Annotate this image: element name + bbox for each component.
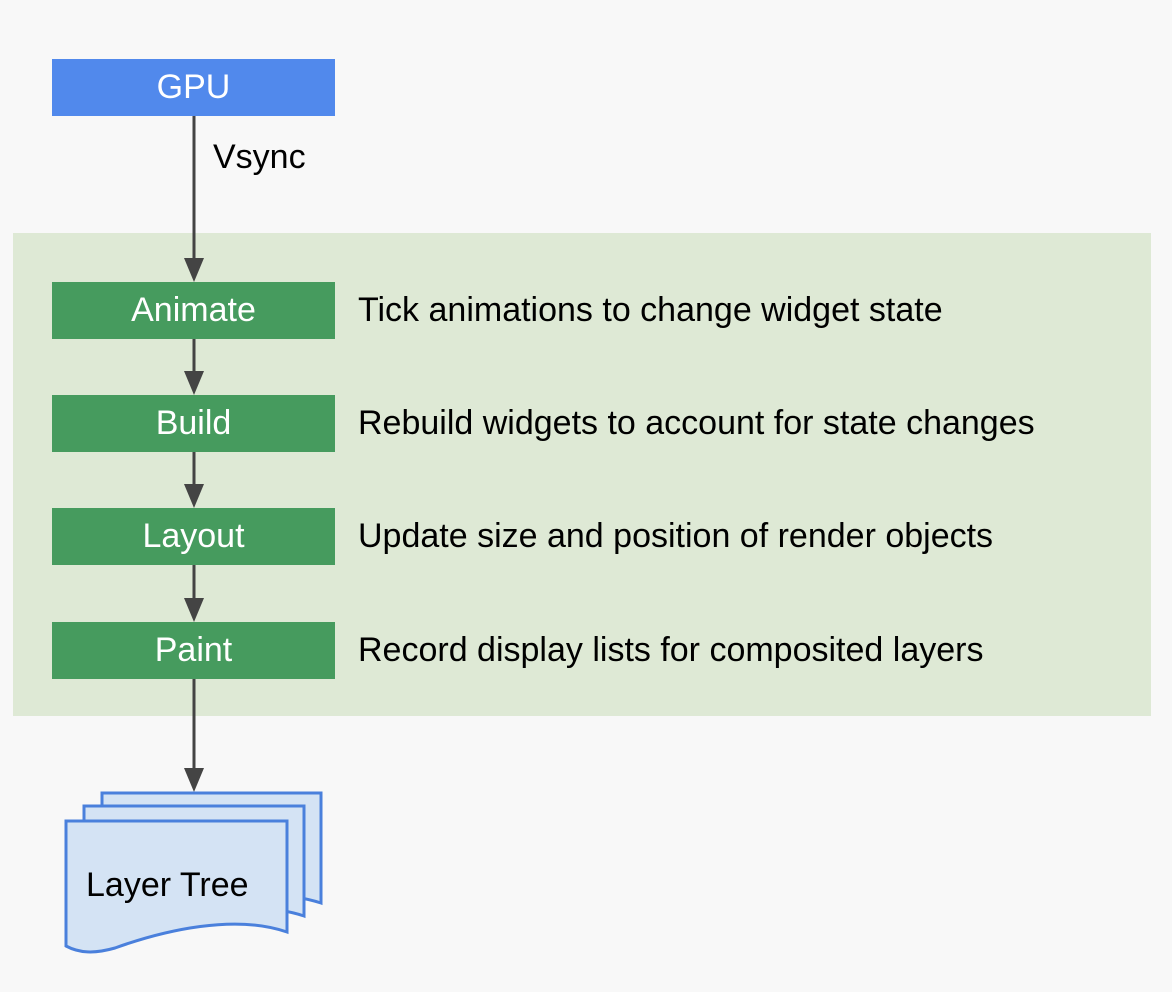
build-box: Build <box>52 395 335 452</box>
gpu-label: GPU <box>156 68 231 106</box>
arrowhead-animate <box>184 258 204 282</box>
arrowhead-layer-tree <box>184 768 204 792</box>
arrowhead-layout <box>184 484 204 508</box>
layer-tree-label: Layer Tree <box>86 866 249 904</box>
paint-label: Paint <box>154 631 233 669</box>
arrowhead-build <box>184 371 204 395</box>
build-description: Rebuild widgets to account for state cha… <box>358 404 1035 442</box>
arrowhead-paint <box>184 598 204 622</box>
paint-description: Record display lists for composited laye… <box>358 631 984 669</box>
vsync-label: Vsync <box>213 138 306 176</box>
animate-description: Tick animations to change widget state <box>358 291 943 329</box>
animate-label: Animate <box>131 291 256 329</box>
layout-box: Layout <box>52 508 335 565</box>
animate-box: Animate <box>52 282 335 339</box>
paint-box: Paint <box>52 622 335 679</box>
build-label: Build <box>155 404 232 442</box>
gpu-box: GPU <box>52 59 335 116</box>
layer-tree-document-icon <box>64 791 323 954</box>
layout-description: Update size and position of render objec… <box>358 517 994 555</box>
layout-label: Layout <box>142 517 245 555</box>
